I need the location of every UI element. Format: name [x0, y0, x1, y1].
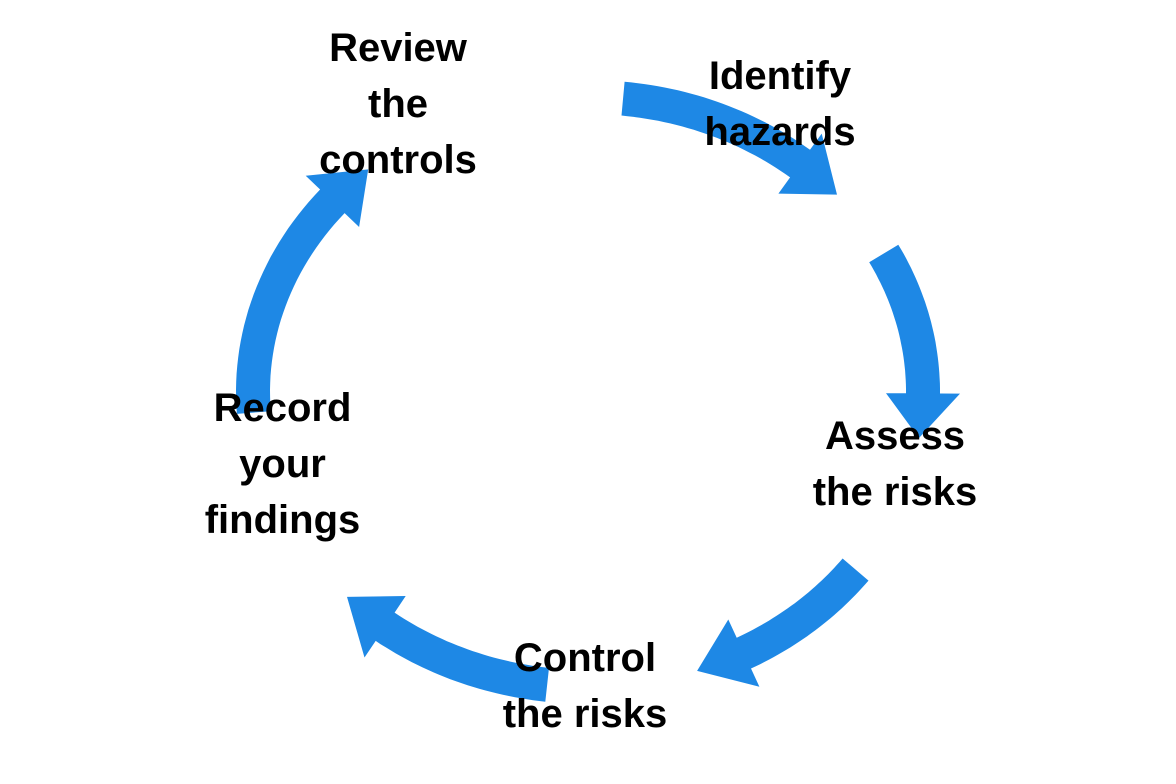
arrow-assess-to-control-icon [697, 558, 869, 687]
step-label-line: Assess [824, 414, 966, 458]
step-label-line: the [368, 82, 428, 126]
step-record-your-findings: Record your findings [180, 380, 385, 548]
arrow-review-to-identify-icon [621, 81, 837, 195]
step-label-line: Review [329, 26, 467, 70]
step-label-line: the risks [502, 692, 668, 736]
step-label-line: Control [513, 636, 657, 680]
step-control-the-risks: Control the risks [480, 630, 690, 742]
step-assess-the-risks: Assess the risks [790, 408, 1000, 520]
step-label-line: Record [213, 386, 352, 430]
arrow-control-to-record-icon [347, 596, 549, 702]
step-label-line: Identify [708, 54, 852, 98]
step-label-line: controls [319, 138, 477, 182]
step-identify-hazards: Identify hazards [680, 48, 880, 160]
cycle-arrows [236, 81, 960, 702]
step-label-line: your [239, 442, 326, 486]
step-review-the-controls: Review the controls [298, 20, 498, 188]
step-label-line: the risks [812, 470, 978, 514]
arrow-identify-to-assess-icon [869, 244, 960, 439]
step-label-line: hazards [704, 110, 856, 154]
arrow-record-to-review-icon [236, 169, 369, 414]
step-label-line: findings [204, 498, 361, 542]
